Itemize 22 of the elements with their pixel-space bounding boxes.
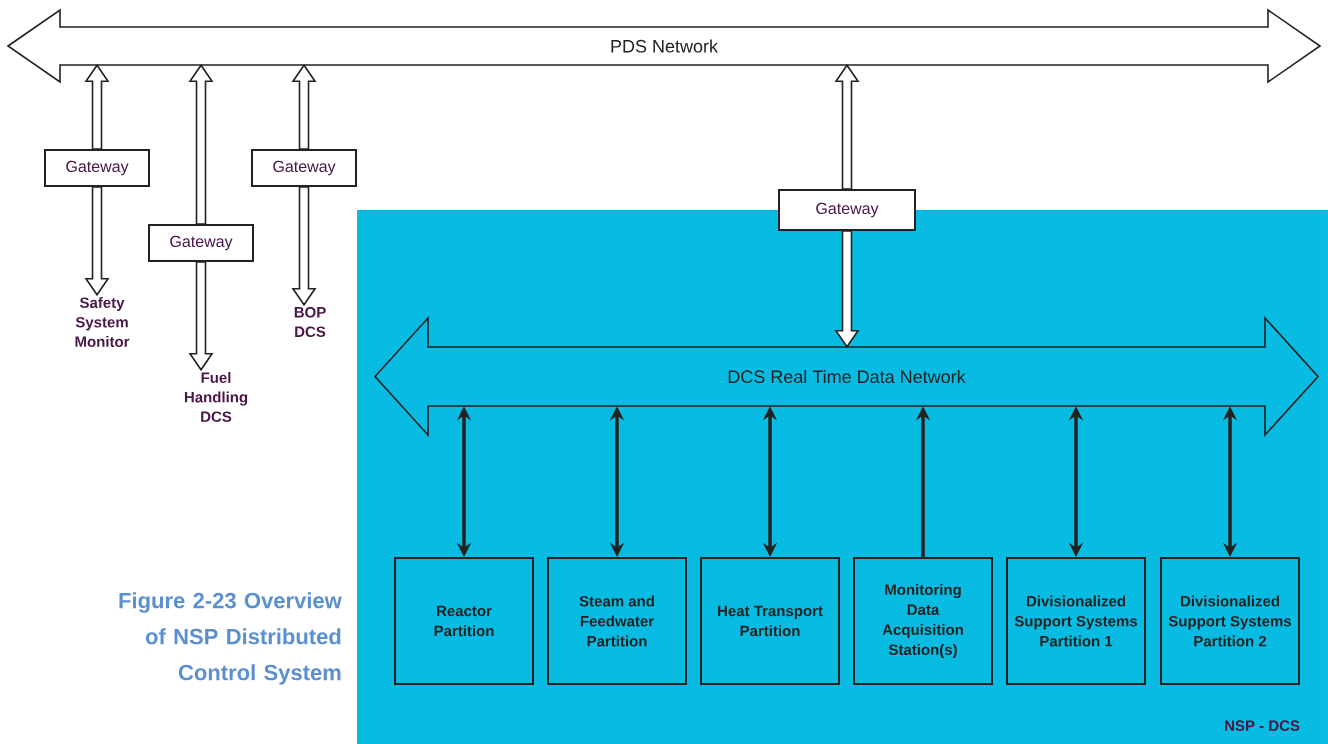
system-label: Safety System Monitor (75, 297, 130, 347)
gateway-box: Gateway (251, 149, 357, 187)
partition-box: Steam and Feedwater Partition (547, 557, 687, 685)
partition-box: Heat Transport Partition (700, 557, 840, 685)
system-label: Fuel Handling DCS (184, 372, 248, 422)
gateway-box: Gateway (778, 189, 916, 231)
partition-box: Monitoring Data Acquisition Station(s) (853, 557, 993, 685)
hollow-arrow (188, 261, 214, 372)
hollow-arrow (834, 63, 860, 190)
hollow-arrow (834, 230, 860, 349)
hollow-arrow (291, 63, 317, 150)
hollow-arrow (291, 186, 317, 307)
hollow-arrow (84, 186, 110, 297)
figure-caption: Figure 2-23 Overview of NSP Distributed Control System (119, 592, 342, 685)
partition-box: Reactor Partition (394, 557, 534, 685)
partition-box: Divisionalized Support Systems Partition 1 (1006, 557, 1146, 685)
gateway-box: Gateway (44, 149, 150, 187)
hollow-arrow (84, 63, 110, 150)
gateway-box: Gateway (148, 224, 254, 262)
partition-box: Divisionalized Support Systems Partition 2 (1160, 557, 1300, 685)
system-label: BOP DCS (294, 306, 326, 338)
hollow-arrow (188, 63, 214, 225)
